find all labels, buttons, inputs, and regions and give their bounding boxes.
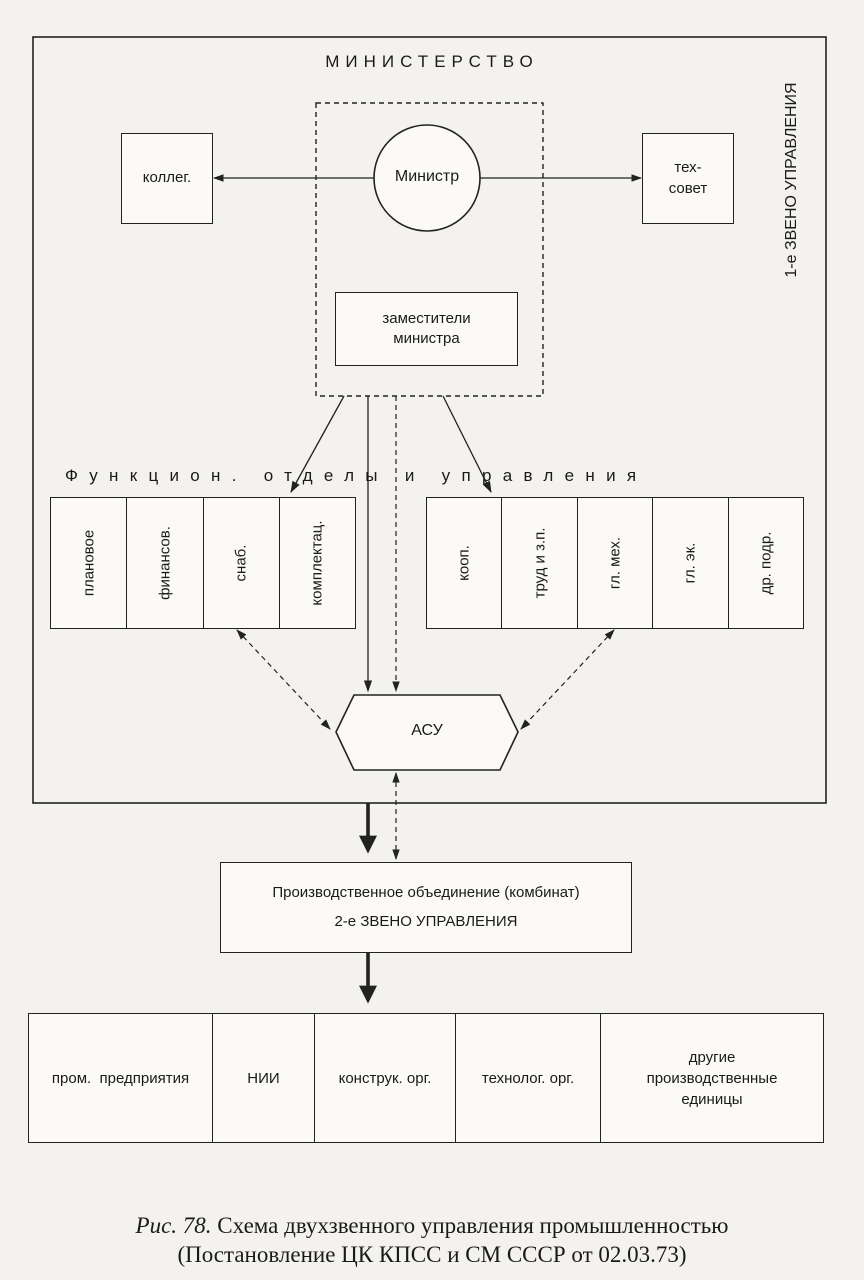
- minister-label: Министр: [394, 168, 460, 185]
- association-line2: 2-е ЗВЕНО УПРАВЛЕНИЯ: [334, 912, 518, 930]
- tech-council-line1: тех-: [674, 159, 702, 177]
- dept-chief-mechanic: гл. мех.: [578, 498, 654, 628]
- dept-finance: финансов.: [127, 498, 204, 628]
- arrow-left-depts-acs: [236, 629, 331, 730]
- production-units-row: пром. предприятия НИИ конструк. орг. тех…: [28, 1013, 824, 1143]
- dept-cooperation: кооп.: [427, 498, 503, 628]
- deputies-box: заместители министра: [335, 292, 518, 366]
- deputies-line1: заместители: [382, 309, 471, 327]
- arrow-to-right-depts: [442, 395, 492, 494]
- dept-equipment: комплектац.: [308, 520, 326, 606]
- caption-title: Схема двухзвенного управления промышленн…: [217, 1213, 729, 1238]
- collegium-label: коллег.: [142, 169, 192, 187]
- tier1-label: 1-е ЗВЕНО УПРАВЛЕНИЯ: [783, 82, 800, 278]
- tech-council-line2: совет: [668, 179, 708, 197]
- unit-industrial-enterprises: пром. предприятия: [29, 1014, 213, 1142]
- association-line1: Производственное объединение (комбинат): [272, 884, 580, 902]
- acs-hexagon: [335, 694, 519, 771]
- departments-right-group: кооп. труд и з.п. гл. мех. гл. эк. др. п…: [426, 497, 804, 629]
- dept-supply: снаб.: [204, 498, 280, 628]
- dept-planning: плановое: [51, 498, 128, 628]
- dept-chief-economist: гл. эк.: [653, 498, 729, 628]
- acs-label: АСУ: [411, 722, 443, 739]
- dept-labor-wages: труд и з.п.: [502, 498, 578, 628]
- unit-research-institutes: НИИ: [213, 1014, 315, 1142]
- arrow-right-depts-acs: [520, 629, 615, 730]
- unit-design-orgs: конструк. орг.: [315, 1014, 456, 1142]
- dept-other: др. подр.: [757, 531, 775, 595]
- departments-left-group: плановое финансов. снаб. комплектац.: [50, 497, 356, 629]
- leadership-group: [315, 102, 544, 397]
- collegium-box: коллег.: [121, 133, 213, 224]
- ministry-title: МИНИСТЕРСТВО: [325, 52, 539, 71]
- ministry-frame: [32, 36, 827, 804]
- unit-technology-orgs: технолог. орг.: [456, 1014, 601, 1142]
- caption-fig-number: Рис. 78.: [135, 1213, 212, 1238]
- production-association-box: Производственное объединение (комбинат) …: [220, 862, 632, 953]
- functional-departments-label: Функцион. отделы и управления: [65, 466, 648, 485]
- caption-line2: (Постановление ЦК КПСС и СМ СССР от 02.0…: [177, 1241, 687, 1267]
- figure-caption: Рис. 78. Схема двухзвенного управления п…: [0, 1212, 864, 1270]
- unit-other-production: другие производственные единицы: [646, 1048, 778, 1108]
- caption-line1: Рис. 78. Схема двухзвенного управления п…: [0, 1212, 864, 1241]
- tech-council-box: тех- совет: [642, 133, 734, 224]
- deputies-line2: министра: [393, 330, 460, 347]
- arrow-to-left-depts: [290, 395, 345, 494]
